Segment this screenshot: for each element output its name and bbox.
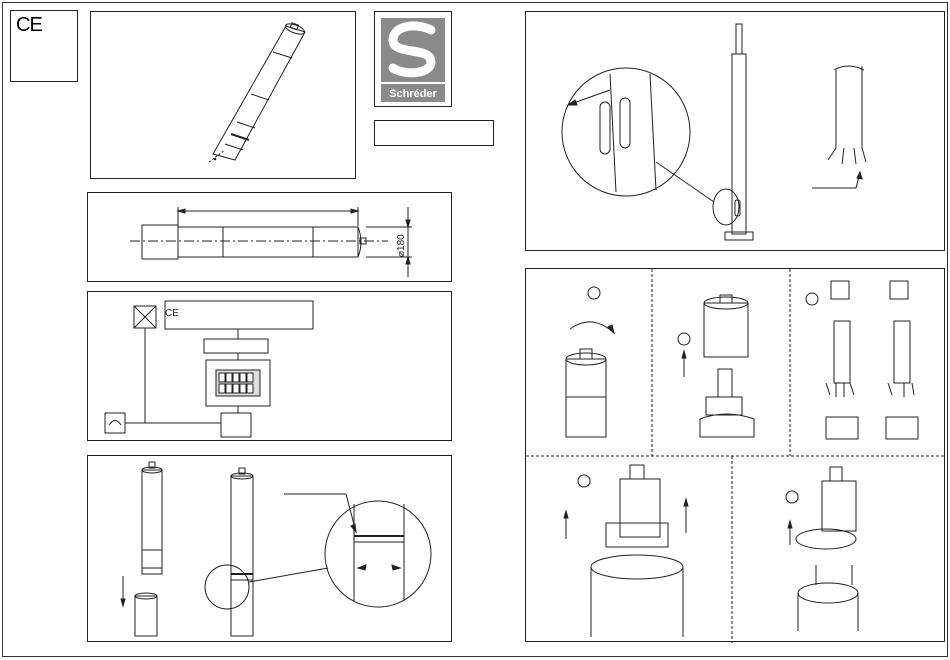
diameter-label: ⌀180	[396, 234, 407, 257]
bollard-assembly-drawing	[88, 456, 453, 643]
assembly-steps-drawing	[526, 269, 946, 643]
wiring-diagram-panel: CE	[87, 291, 452, 441]
schreder-logo-mark: Schréder	[375, 12, 453, 108]
assembly-steps-panel	[525, 268, 945, 642]
assembly-panel	[87, 455, 452, 642]
product-overview-panel	[90, 11, 356, 179]
brand-name: Schréder	[389, 88, 437, 100]
bollard-perspective-drawing	[91, 12, 357, 180]
ce-small-mark: CE	[165, 308, 179, 319]
pole-installation-panel	[525, 11, 945, 251]
ce-mark-text: CE	[16, 14, 42, 37]
brand-logo: Schréder	[374, 11, 452, 107]
bollard-side-view-drawing: ⌀180	[88, 193, 453, 283]
pole-and-cable-drawing	[526, 12, 946, 252]
wiring-schematic: CE	[88, 292, 453, 442]
ce-mark-box: CE	[10, 10, 78, 82]
dimension-panel: ⌀180	[87, 192, 452, 282]
reference-label-box	[374, 120, 494, 146]
